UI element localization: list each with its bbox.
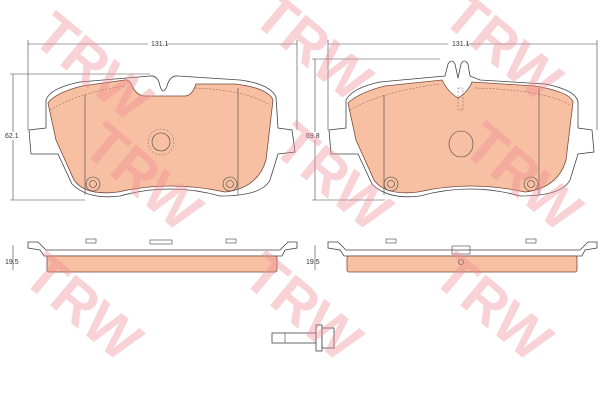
pad-2-side-view: [327, 238, 598, 273]
pad-1-width-label: 131.1: [151, 41, 169, 48]
pad-2-width-label: 131.1: [452, 41, 470, 48]
pad-1-height-label: 62.1: [5, 133, 19, 140]
pad-1-side-view: [27, 238, 298, 273]
pad-1-thickness-label: 19.5: [5, 259, 19, 266]
pad-2-thickness-label: 19.5: [306, 259, 320, 266]
pad-1-front-view: [28, 75, 296, 198]
pad-2-front-view: [328, 60, 595, 198]
pad-2-height-label: 69.8: [306, 133, 320, 140]
guide-bolt: [271, 324, 335, 352]
